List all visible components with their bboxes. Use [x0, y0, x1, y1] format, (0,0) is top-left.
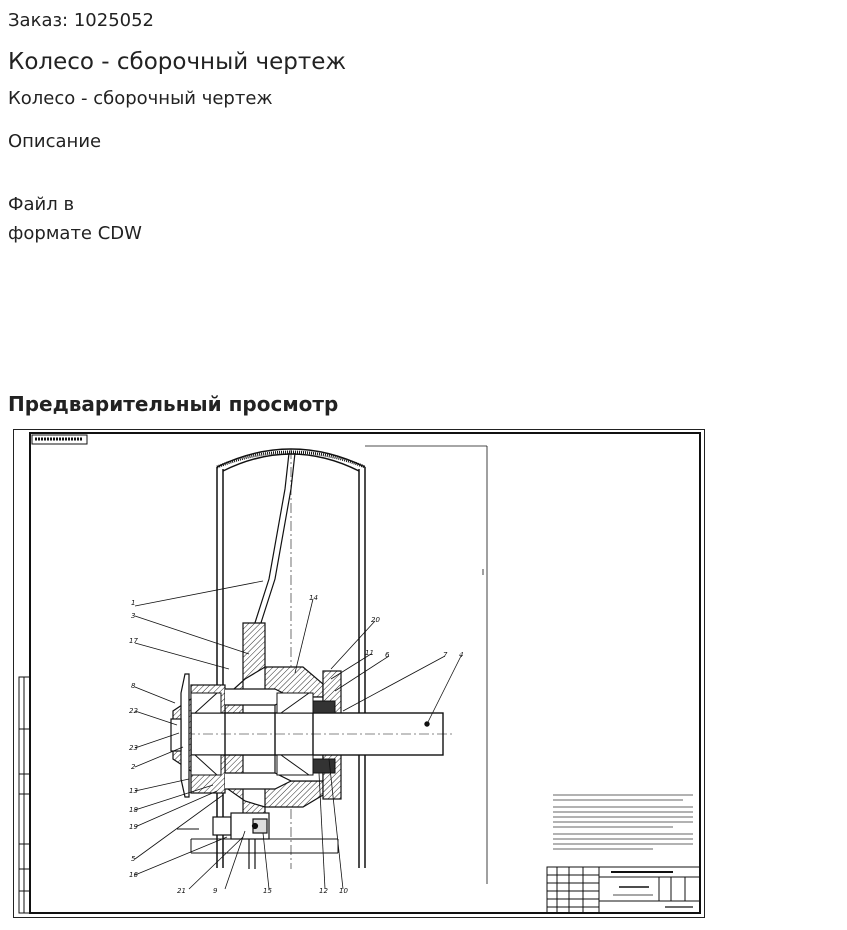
- order-label: Заказ:: [8, 10, 69, 31]
- left-strip: [18, 676, 31, 914]
- bolts: [212, 812, 270, 869]
- svg-text:9: 9: [213, 887, 218, 895]
- svg-text:3: 3: [131, 612, 135, 620]
- file-format-line-2: формате CDW: [8, 223, 142, 244]
- preview-heading: Предварительный просмотр: [8, 392, 339, 416]
- svg-text:8: 8: [131, 682, 136, 690]
- svg-text:17: 17: [129, 637, 138, 645]
- svg-text:20: 20: [371, 616, 380, 624]
- part-numbers: 1 3 17 8 22 23 2 13 18 19 5 16 21 9 15 1…: [129, 594, 463, 895]
- hub-cap: [170, 673, 192, 798]
- svg-text:6: 6: [385, 651, 390, 659]
- svg-text:1: 1: [131, 599, 135, 607]
- axle: [185, 712, 453, 756]
- svg-text:5: 5: [131, 855, 136, 863]
- stamp-box: [31, 434, 88, 445]
- order-number: Заказ: 1025052: [8, 10, 154, 31]
- technical-notes: [553, 794, 693, 850]
- svg-text:23: 23: [129, 744, 138, 752]
- assembly-drawing-preview: 1 3 17 8 22 23 2 13 18 19 5 16 21 9 15 1…: [13, 429, 705, 918]
- svg-text:7: 7: [443, 651, 448, 659]
- svg-text:16: 16: [129, 871, 138, 879]
- svg-text:13: 13: [129, 787, 138, 795]
- svg-text:2: 2: [131, 763, 136, 771]
- bearings: [190, 692, 336, 776]
- order-value: 1025052: [73, 10, 155, 31]
- svg-text:19: 19: [129, 823, 138, 831]
- title-block: [546, 866, 701, 914]
- page-subtitle: Колесо - сборочный чертеж: [8, 88, 273, 109]
- svg-text:11: 11: [365, 649, 374, 657]
- svg-text:21: 21: [177, 887, 186, 895]
- svg-text:10: 10: [339, 887, 348, 895]
- svg-text:14: 14: [309, 594, 318, 602]
- description-heading: Описание: [8, 131, 102, 152]
- svg-text:22: 22: [129, 707, 138, 715]
- file-format-line-1: Файл в: [8, 194, 75, 215]
- leader-lines: [134, 580, 462, 890]
- svg-text:18: 18: [129, 806, 138, 814]
- drawing-frame: [29, 432, 701, 914]
- page-title: Колесо - сборочный чертеж: [8, 49, 347, 75]
- svg-text:4: 4: [459, 651, 463, 659]
- svg-text:15: 15: [263, 887, 272, 895]
- svg-text:12: 12: [319, 887, 328, 895]
